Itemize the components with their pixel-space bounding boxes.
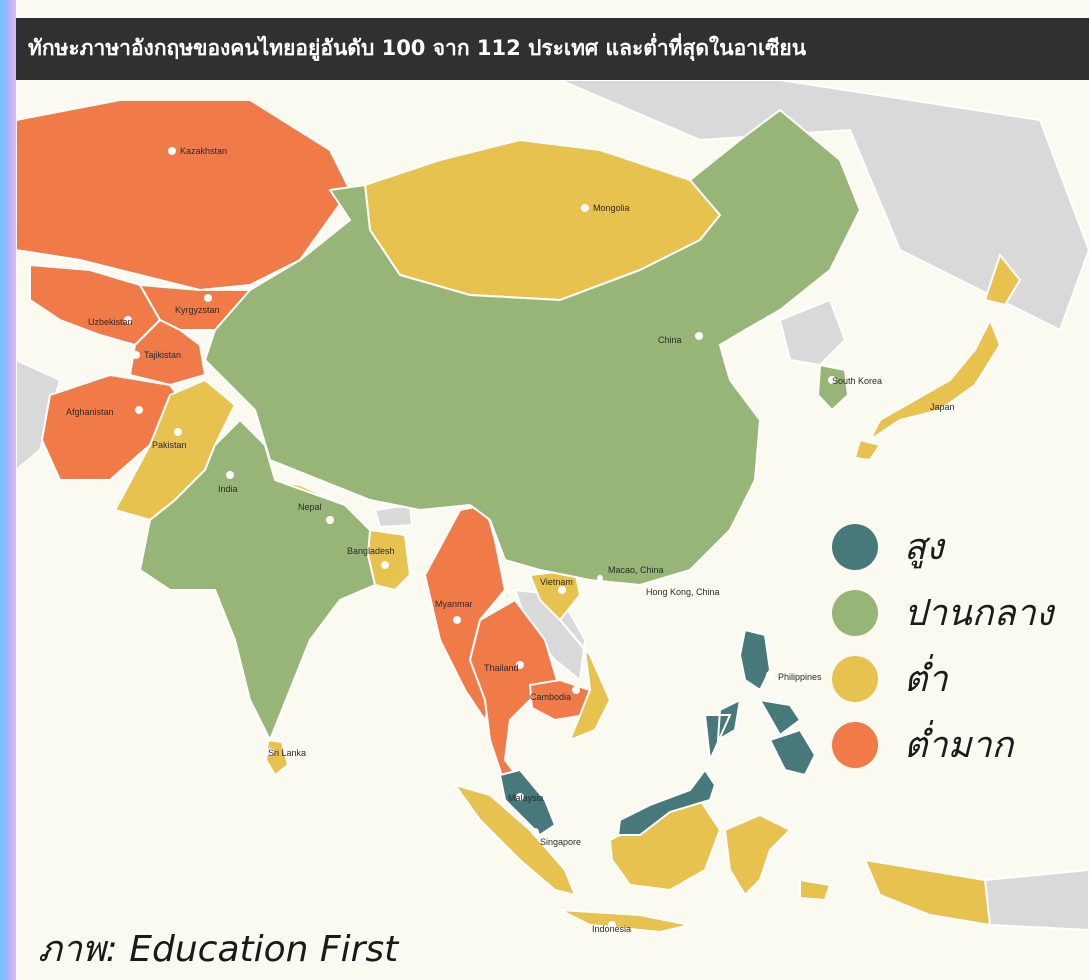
label-macao: Macao, China bbox=[608, 565, 664, 575]
country-malaysia bbox=[498, 768, 717, 837]
image-credit: ภาพ: Education First bbox=[38, 929, 399, 970]
country-labels: Kazakhstan Mongolia Kyrgyzstan Uzbekista… bbox=[66, 146, 955, 934]
label-afghanistan: Afghanistan bbox=[66, 407, 114, 417]
country-japan bbox=[853, 252, 1022, 462]
label-uzbekistan: Uzbekistan bbox=[88, 317, 133, 327]
country-indonesia bbox=[452, 783, 992, 934]
label-philippines: Philippines bbox=[778, 672, 822, 682]
country-tajikistan bbox=[128, 318, 207, 387]
region-iran bbox=[16, 358, 62, 472]
label-kyrgyzstan: Kyrgyzstan bbox=[175, 305, 220, 315]
label-nepal: Nepal bbox=[298, 502, 322, 512]
legend-label-low: ต่ำ bbox=[904, 659, 948, 700]
label-tajikistan: Tajikistan bbox=[144, 350, 181, 360]
headline-bar: ทักษะภาษาอังกฤษของคนไทยอยู่อันดับ 100 จา… bbox=[16, 18, 1089, 80]
legend-item-moderate: ปานกลาง bbox=[832, 584, 1082, 650]
label-myanmar: Myanmar bbox=[435, 599, 473, 609]
label-sri-lanka: Sri Lanka bbox=[268, 748, 306, 758]
legend-item-low: ต่ำ bbox=[832, 650, 1082, 716]
label-south-korea: South Korea bbox=[832, 376, 882, 386]
label-pakistan: Pakistan bbox=[152, 440, 187, 450]
country-india bbox=[138, 418, 377, 743]
label-hong-kong: Hong Kong, China bbox=[646, 587, 720, 597]
label-china: China bbox=[658, 335, 682, 345]
label-malaysia: Malaysia bbox=[508, 793, 544, 803]
legend: สูง ปานกลาง ต่ำ ต่ำมาก bbox=[832, 518, 1082, 782]
label-cambodia: Cambodia bbox=[530, 692, 571, 702]
label-mongolia: Mongolia bbox=[593, 203, 630, 213]
country-vietnam bbox=[528, 568, 612, 742]
country-china bbox=[203, 108, 862, 587]
legend-label-moderate: ปานกลาง bbox=[904, 593, 1054, 634]
label-japan: Japan bbox=[930, 402, 955, 412]
legend-swatch-high bbox=[832, 524, 878, 570]
legend-item-very-low: ต่ำมาก bbox=[832, 716, 1082, 782]
legend-label-very-low: ต่ำมาก bbox=[904, 725, 1014, 766]
map-canvas: Kazakhstan Mongolia Kyrgyzstan Uzbekista… bbox=[16, 0, 1089, 980]
label-vietnam: Vietnam bbox=[540, 577, 573, 587]
legend-label-high: สูง bbox=[904, 527, 944, 568]
region-papua bbox=[983, 868, 1089, 932]
label-thailand: Thailand bbox=[484, 663, 519, 673]
label-bangladesh: Bangladesh bbox=[347, 546, 395, 556]
legend-item-high: สูง bbox=[832, 518, 1082, 584]
country-uzbekistan bbox=[29, 263, 162, 347]
country-philippines bbox=[703, 628, 817, 777]
legend-swatch-low bbox=[832, 656, 878, 702]
label-kazakhstan: Kazakhstan bbox=[180, 146, 227, 156]
country-kazakhstan bbox=[16, 99, 352, 292]
country-south-korea bbox=[816, 363, 850, 412]
region-north-korea bbox=[778, 298, 847, 367]
country-thailand bbox=[468, 598, 562, 787]
label-indonesia: Indonesia bbox=[592, 924, 631, 934]
label-singapore: Singapore bbox=[540, 837, 581, 847]
asia-map: Kazakhstan Mongolia Kyrgyzstan Uzbekista… bbox=[16, 79, 1089, 934]
label-india: India bbox=[218, 484, 238, 494]
legend-swatch-moderate bbox=[832, 590, 878, 636]
legend-swatch-very-low bbox=[832, 722, 878, 768]
headline-text: ทักษะภาษาอังกฤษของคนไทยอยู่อันดับ 100 จา… bbox=[28, 36, 807, 60]
